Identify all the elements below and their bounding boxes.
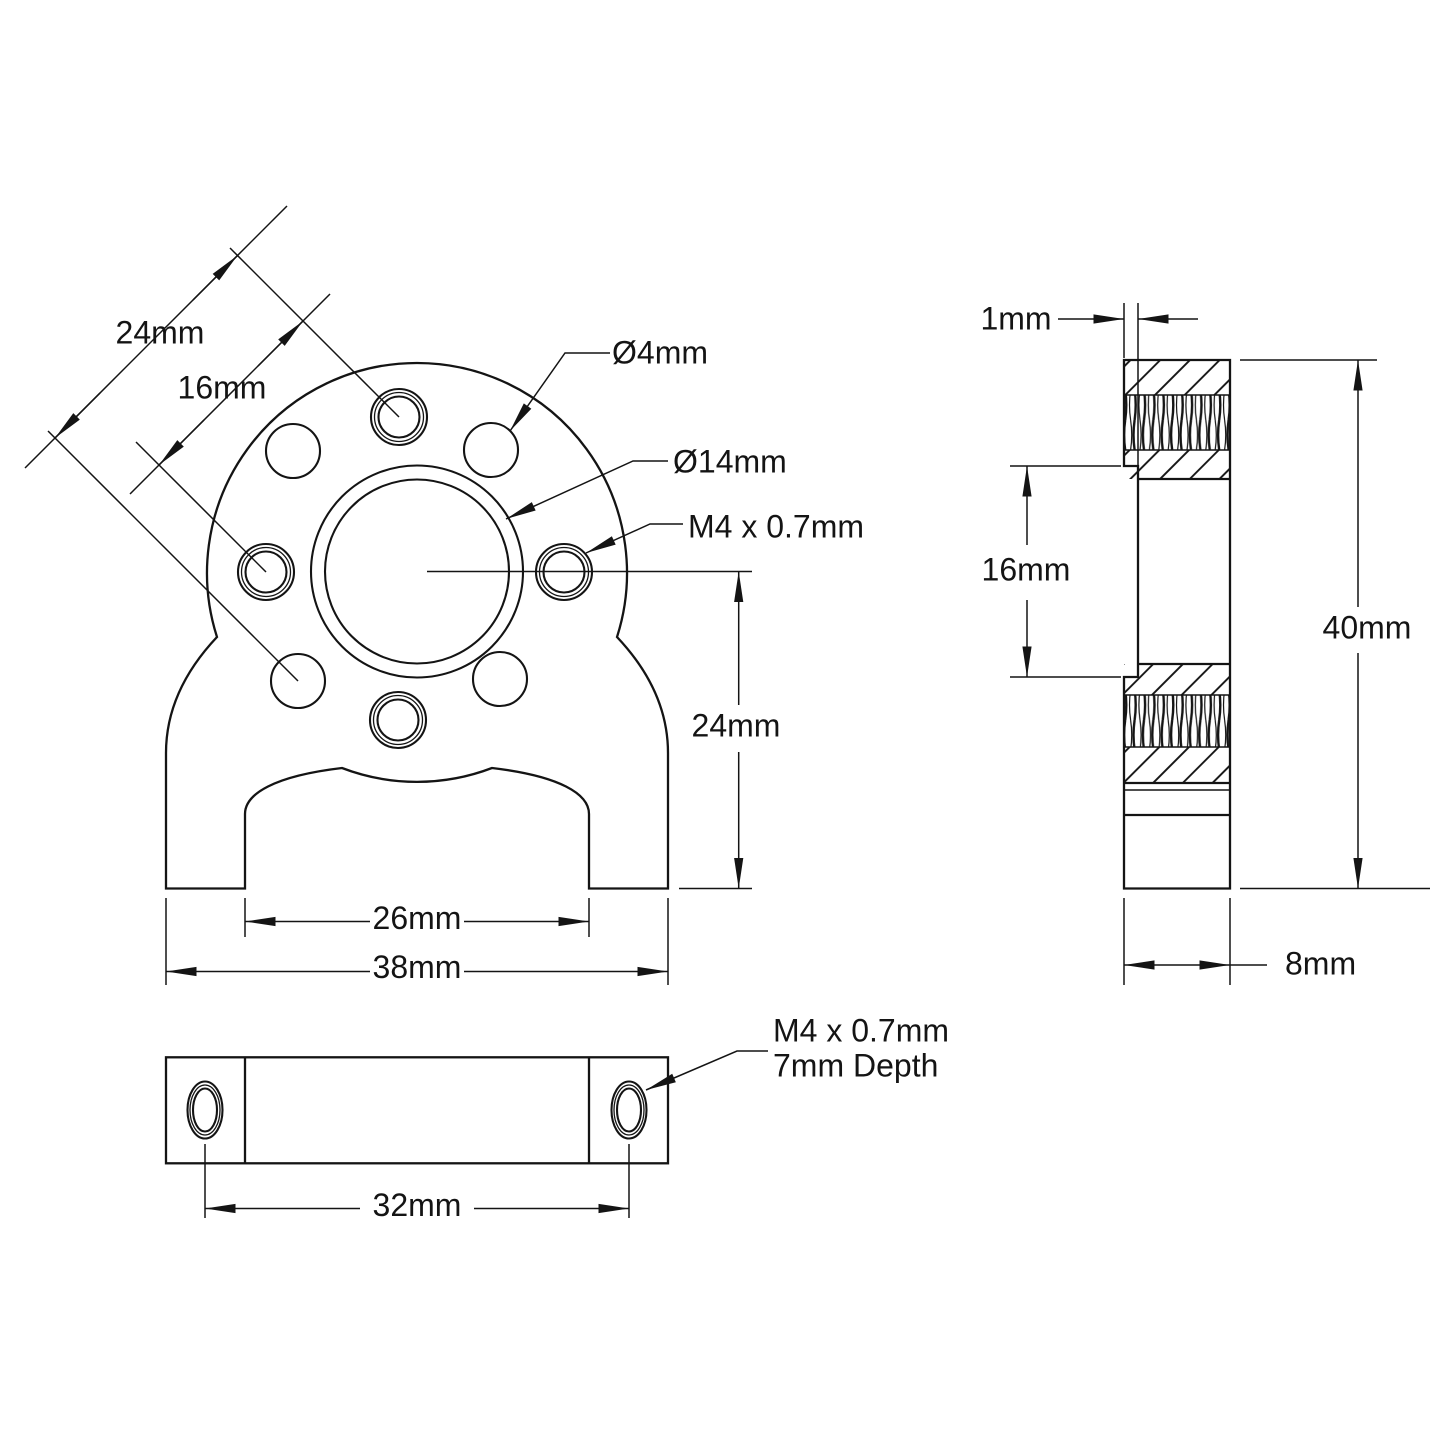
section-hatch-bottom-a	[1124, 664, 1230, 695]
bottom-view: 32mm M4 x 0.7mm 7mm Depth	[164, 1012, 949, 1223]
dim-32mm-label: 32mm	[373, 1187, 462, 1223]
side-outline	[1122, 358, 1232, 890]
through-hole-bottom-left	[269, 652, 327, 710]
leader-bore-diameter: Ø14mm	[505, 443, 787, 520]
dim-24mm-diagonal: 24mm	[24, 205, 400, 682]
tapped-hole-top	[369, 387, 429, 447]
foot-thread-spec-line2: 7mm Depth	[773, 1047, 938, 1083]
dim-8mm: 8mm	[1123, 898, 1356, 985]
foot-tapped-hole-right	[610, 1080, 648, 1140]
tapped-hole-left	[236, 542, 296, 602]
section-hatch-top-a	[1124, 360, 1230, 395]
front-view: 24mm 16mm Ø4mm Ø14mm M4 x 0.7mm	[24, 205, 864, 985]
dim-16mm-side-label: 16mm	[982, 551, 1071, 587]
through-hole-top-left	[264, 422, 322, 480]
foot-thread-spec-line1: M4 x 0.7mm	[773, 1012, 949, 1048]
dim-40mm-label: 40mm	[1323, 609, 1412, 645]
bottom-outline	[164, 1056, 670, 1165]
front-outline	[164, 361, 670, 890]
dim-8mm-label: 8mm	[1285, 945, 1356, 981]
section-hatch-bottom-b	[1124, 747, 1230, 783]
dim-24mm-vertical: 24mm	[427, 570, 781, 890]
section-hatch-top-b	[1124, 450, 1230, 479]
leader-hole-diameter: Ø4mm	[509, 334, 708, 432]
dim-38mm-label: 38mm	[373, 949, 462, 985]
thread-spec-label: M4 x 0.7mm	[688, 508, 864, 544]
leader-foot-thread-spec: M4 x 0.7mm 7mm Depth	[645, 1012, 949, 1091]
dim-40mm: 40mm	[1240, 359, 1430, 890]
foot-tapped-hole-left	[186, 1080, 224, 1140]
leader-thread-spec: M4 x 0.7mm	[585, 508, 864, 554]
dim-38mm: 38mm	[165, 898, 669, 985]
through-hole-top-right	[462, 421, 520, 479]
dim-1mm-label: 1mm	[980, 300, 1051, 336]
dim-1mm: 1mm	[980, 300, 1198, 466]
dim-16mm-side: 16mm	[982, 465, 1121, 678]
dim-26mm: 26mm	[244, 898, 590, 937]
hole-diameter-label: Ø4mm	[612, 334, 708, 370]
tapped-hole-threads-bottom	[1124, 695, 1230, 747]
dim-16mm-diagonal-label: 16mm	[178, 369, 267, 405]
bore-diameter-label: Ø14mm	[673, 443, 787, 479]
side-view: 1mm 16mm 40mm 8mm	[980, 300, 1430, 985]
dim-24mm-diagonal-label: 24mm	[116, 314, 205, 350]
dim-26mm-label: 26mm	[373, 900, 462, 936]
through-hole-bottom-right	[471, 650, 529, 708]
dim-32mm: 32mm	[204, 1144, 630, 1223]
dim-24mm-vertical-label: 24mm	[692, 707, 781, 743]
dim-16mm-diagonal: 16mm	[129, 293, 331, 573]
tapped-hole-bottom	[368, 690, 428, 750]
tapped-hole-threads-top	[1124, 395, 1230, 450]
